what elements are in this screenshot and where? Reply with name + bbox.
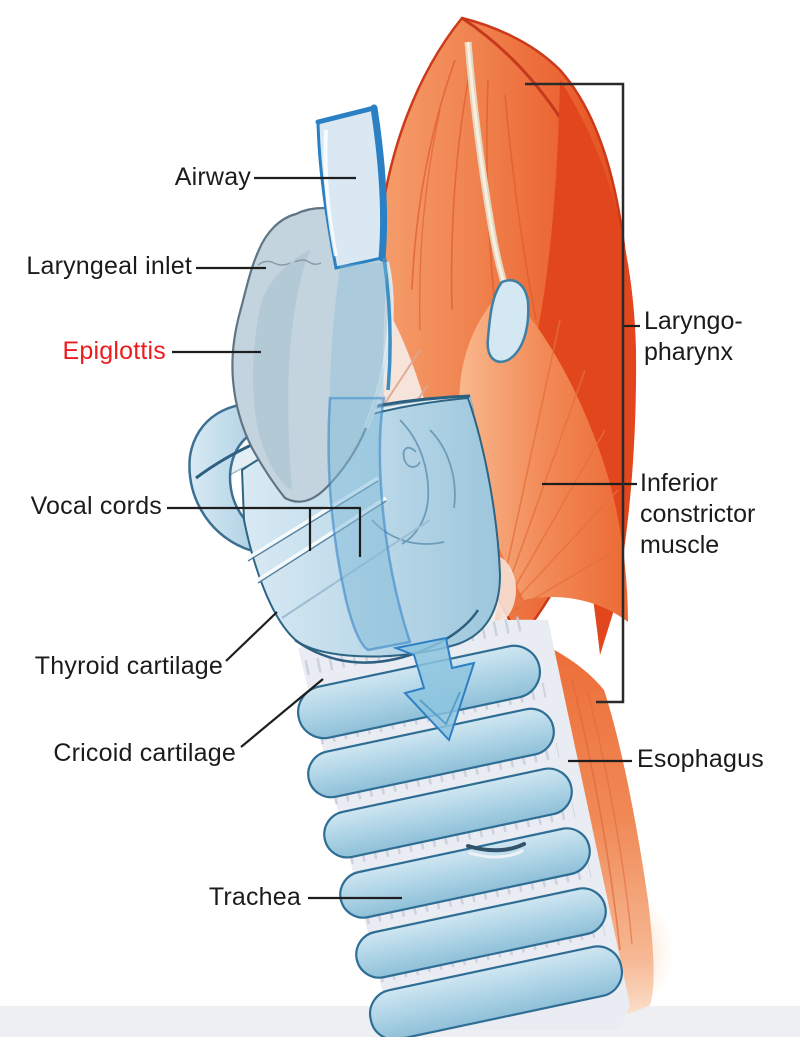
cricoid-leader	[240, 678, 324, 748]
label-laryngopharynx: Laryngo- pharynx	[644, 306, 743, 368]
vocal-cords-leader	[167, 506, 362, 557]
label-inferior-constrictor-line3: muscle	[640, 531, 720, 559]
label-trachea: Trachea	[208, 883, 301, 911]
label-thyroid-cartilage: Thyroid cartilage	[34, 652, 223, 680]
label-cricoid-cartilage: Cricoid cartilage	[53, 739, 236, 767]
label-inferior-constrictor: Inferior constrictor muscle	[640, 468, 755, 561]
corniculate-knob-shape	[486, 279, 530, 363]
label-laryngopharynx-line1: Laryngo-	[644, 307, 743, 335]
thyroid-leader	[225, 611, 278, 662]
label-laryngeal-inlet: Laryngeal inlet	[26, 252, 192, 280]
leader-lines	[167, 176, 640, 900]
label-epiglottis: Epiglottis	[62, 337, 166, 365]
airway-ribbon-shape	[315, 104, 392, 391]
label-airway: Airway	[174, 163, 251, 191]
airway-lumen-band	[327, 262, 476, 742]
label-esophagus: Esophagus	[637, 745, 764, 773]
label-inferior-constrictor-line2: constrictor	[640, 500, 756, 528]
airflow-arrow	[392, 636, 476, 742]
label-inferior-constrictor-line1: Inferior	[640, 469, 718, 497]
label-laryngopharynx-line2: pharynx	[644, 338, 733, 366]
ring-slit-detail	[466, 842, 526, 853]
laryngopharynx-bracket	[525, 82, 625, 704]
label-vocal-cords: Vocal cords	[30, 492, 162, 520]
